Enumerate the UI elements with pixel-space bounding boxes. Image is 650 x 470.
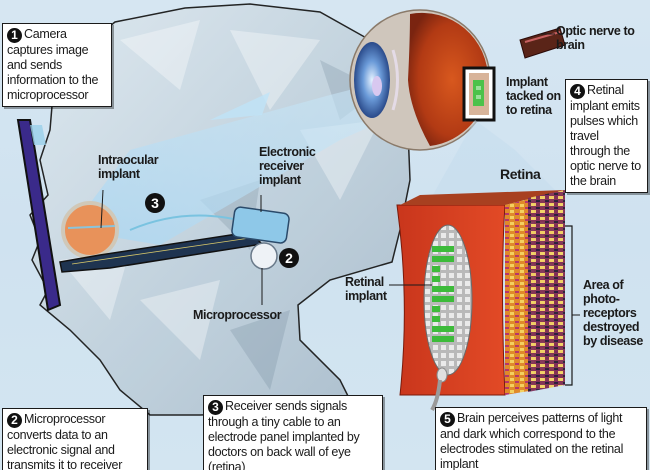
step-5-text: Brain perceives patterns of light and da…	[440, 411, 624, 470]
step-2-text: Microprocessor converts data to an elect…	[7, 412, 123, 470]
step-1-text: Camera captures image and sends informat…	[7, 27, 99, 102]
label-retina: Retina	[500, 166, 541, 182]
eyeball-illustration	[349, 9, 566, 151]
microprocessor-device	[250, 242, 278, 270]
label-optic-nerve: Optic nerve to brain	[556, 24, 635, 52]
step-4-text: Retinal implant emits pulses which trave…	[570, 83, 641, 188]
electronic-receiver	[231, 206, 290, 244]
label-retinal-implant: Retinal implant	[345, 275, 387, 303]
step-2-badge: 2	[279, 248, 299, 268]
label-area-photoreceptors: Area of photo-receptors destroyed by dis…	[583, 278, 643, 348]
label-implant-tacked: Implant tacked on to retina	[506, 75, 561, 117]
step-3-text: Receiver sends signals through a tiny ca…	[208, 399, 360, 470]
step-2-number: 2	[7, 413, 22, 428]
intraocular-eye	[61, 201, 119, 259]
step-1-number: 1	[7, 28, 22, 43]
retina-cross-section	[396, 190, 565, 412]
step-3-badge: 3	[145, 193, 165, 213]
glasses-lens	[16, 119, 62, 312]
label-microprocessor: Microprocessor	[193, 308, 282, 322]
step-3-number: 3	[208, 400, 223, 415]
step-5-number: 5	[440, 412, 455, 427]
label-intraocular-implant: Intraocular implant	[98, 153, 159, 181]
label-electronic-receiver: Electronic receiver implant	[259, 145, 316, 187]
step-4-number: 4	[570, 84, 585, 99]
